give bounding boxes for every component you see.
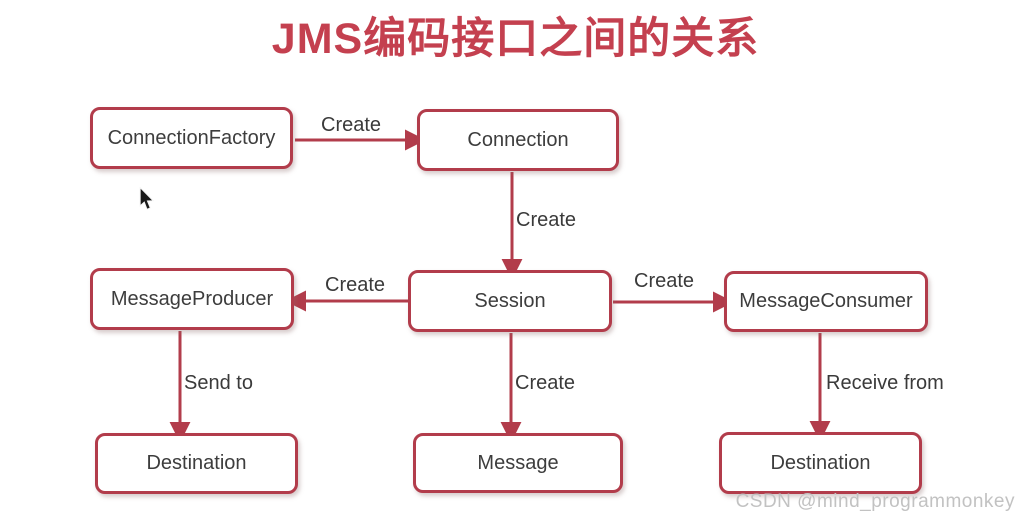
node-message-consumer: MessageConsumer (724, 271, 928, 332)
edge-label-create-session-messageproducer: Create (325, 274, 386, 296)
page-title: JMS编码接口之间的关系 (271, 15, 760, 63)
edge-label-create-connection-session: Create (516, 209, 577, 231)
node-label: ConnectionFactory (107, 126, 276, 149)
node-label: Connection (467, 128, 569, 151)
edge-label-create-connectionfactory-connection: Create (321, 114, 382, 136)
node-label: Destination (770, 451, 871, 474)
node-message-producer: MessageProducer (90, 268, 294, 330)
node-connection: Connection (417, 109, 619, 171)
node-label: Destination (146, 452, 247, 474)
edge-label-receive-from: Receive from (826, 372, 944, 394)
node-session: Session (408, 270, 612, 332)
node-label: MessageConsumer (739, 290, 913, 312)
edge-label-create-session-message: Create (515, 372, 576, 394)
node-message: Message (413, 433, 623, 493)
edge-label-create-session-messageconsumer: Create (634, 270, 695, 292)
node-label: MessageProducer (110, 287, 274, 310)
node-connection-factory: ConnectionFactory (90, 107, 293, 169)
node-destination-consumer: Destination (719, 432, 922, 494)
mouse-cursor-icon (139, 187, 155, 211)
watermark: CSDN @mind_programmonkey (735, 491, 1015, 512)
node-label: Session (474, 289, 546, 312)
node-label: Message (477, 451, 559, 474)
node-destination-producer: Destination (95, 433, 298, 494)
edge-label-send-to: Send to (184, 372, 253, 394)
